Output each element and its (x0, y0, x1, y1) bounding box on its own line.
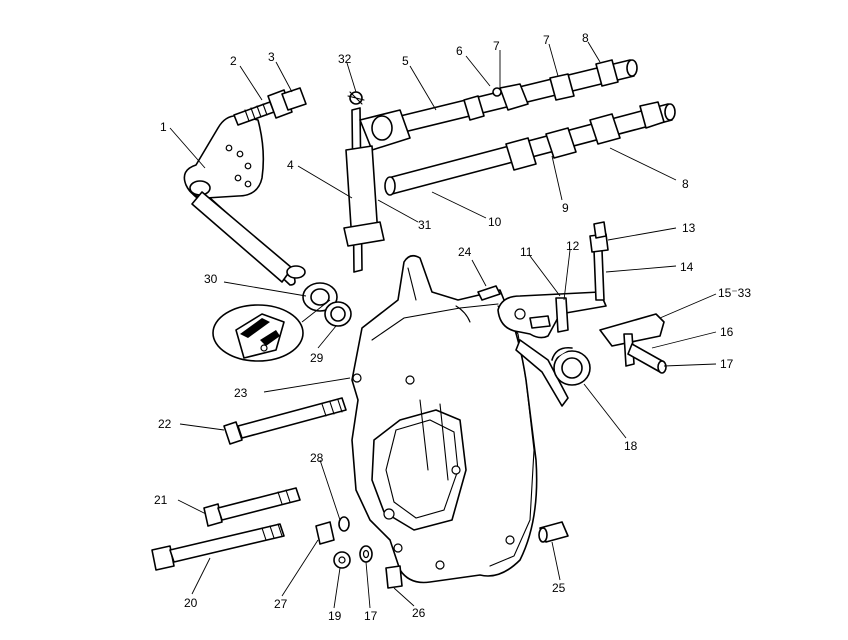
callout-13: 13 (682, 221, 696, 235)
part-1-lever-rod (183, 114, 306, 286)
callout-14: 14 (680, 260, 694, 274)
callout-17a: 17 (720, 357, 734, 371)
part-24-dowel (477, 285, 501, 301)
callout-21: 21 (154, 493, 168, 507)
part-29-30-bushing (302, 282, 352, 327)
callout-2: 2 (230, 54, 237, 68)
callout-7a: 7 (493, 39, 500, 53)
callout-31: 31 (418, 218, 432, 232)
part-2-3-bolt-nut (233, 87, 307, 126)
callout-7b: 7 (543, 33, 550, 47)
callout-18: 18 (624, 439, 638, 453)
callout-17b: 17 (364, 609, 378, 623)
callout-3: 3 (268, 50, 275, 64)
callout-5: 5 (402, 54, 409, 68)
callout-16: 16 (720, 325, 734, 339)
callout-8b: 8 (682, 177, 689, 191)
selector-rods (384, 59, 676, 196)
part-15-16-17-shaft (599, 313, 667, 374)
part-18-bearing (551, 346, 591, 386)
callout-27: 27 (274, 597, 288, 611)
part-20-bolt (151, 523, 285, 571)
part-21-bolt (203, 487, 301, 527)
callout-labels: 1 2 3 4 5 6 7 7 8 8 9 10 11 12 13 14 15⁻… (154, 31, 751, 623)
callout-6: 6 (456, 44, 463, 58)
part-26-sleeve (385, 565, 403, 589)
callout-29: 29 (310, 351, 324, 365)
callout-28: 28 (310, 451, 324, 465)
callout-26: 26 (412, 606, 426, 620)
callout-22: 22 (158, 417, 172, 431)
part-4-shift-fork (343, 91, 411, 273)
callout-25: 25 (552, 581, 566, 595)
callout-24: 24 (458, 245, 472, 259)
detail-inset (212, 299, 331, 362)
callout-1: 1 (160, 120, 167, 134)
leader-lines (169, 41, 717, 609)
callout-12: 12 (566, 239, 580, 253)
callout-4: 4 (287, 158, 294, 172)
callout-8a: 8 (582, 31, 589, 45)
part-27-plug (315, 521, 335, 545)
callout-19: 19 (328, 609, 342, 623)
callout-20: 20 (184, 596, 198, 610)
part-28-washer (338, 516, 350, 532)
callout-9: 9 (562, 201, 569, 215)
callout-30: 30 (204, 272, 218, 286)
callout-32: 32 (338, 52, 352, 66)
part-17-washer (359, 545, 373, 563)
part-22-bolt (223, 397, 347, 445)
part-23-housing (351, 254, 538, 584)
callout-23: 23 (234, 386, 248, 400)
part-19-washer (333, 551, 351, 569)
callout-11: 11 (520, 245, 533, 259)
part-11-12-bracket (497, 221, 609, 407)
callout-15-33: 15⁻33 (718, 286, 751, 300)
part-25-sleeve (538, 521, 569, 543)
callout-10: 10 (488, 215, 502, 229)
